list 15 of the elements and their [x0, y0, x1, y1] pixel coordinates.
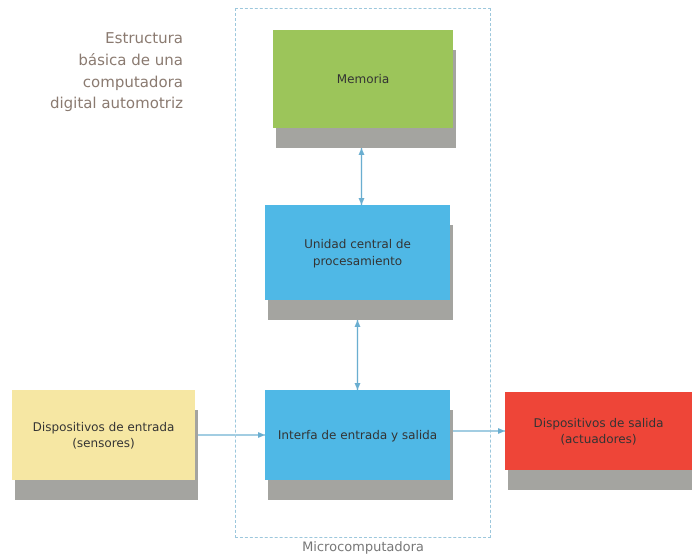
process-box — [265, 390, 450, 480]
process-box — [273, 30, 453, 128]
process-box — [505, 392, 692, 470]
arrow — [354, 320, 360, 390]
box-label: Interfa de entrada y salida — [276, 426, 438, 444]
process-box — [12, 390, 195, 480]
arrow — [453, 428, 505, 434]
box-label: Dispositivos de salida (actuadores) — [532, 414, 664, 448]
process-box — [265, 205, 450, 300]
arrow — [198, 432, 265, 438]
box-label: Dispositivos de entrada (sensores) — [32, 418, 176, 452]
box-label: Memoria — [336, 70, 390, 88]
box-label: Unidad central de procesamiento — [303, 236, 412, 269]
group-label: Microcomputadora — [301, 539, 425, 557]
diagram-title: Estructura básica de una computadora digital automotriz — [48, 28, 183, 114]
